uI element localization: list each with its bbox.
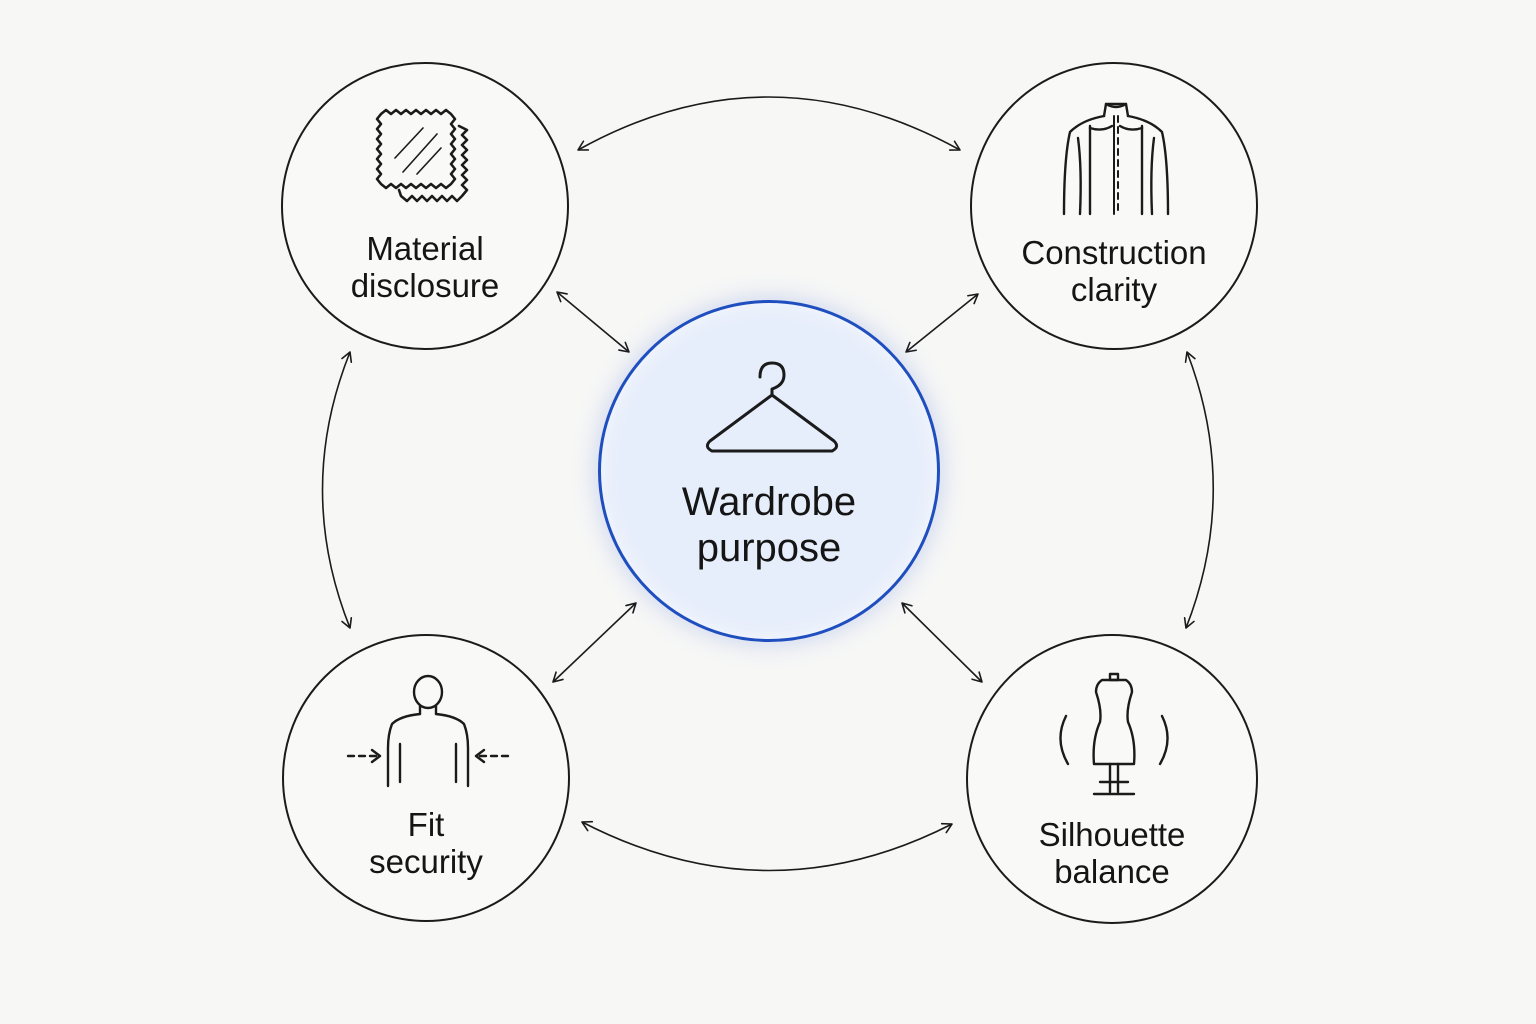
node-material-disclosure: Material disclosure xyxy=(281,62,569,350)
arrow-construction-silhouette xyxy=(1183,351,1215,629)
dress-form-icon xyxy=(1059,672,1169,796)
hanger-icon xyxy=(705,361,839,453)
node-construction-clarity: Construction clarity xyxy=(970,62,1258,350)
arrow-center-material xyxy=(556,291,630,353)
node-fit-security: Fit security xyxy=(282,634,570,922)
arrow-center-silhouette xyxy=(901,602,983,683)
arrow-center-construction xyxy=(905,293,979,353)
node-label: Silhouette balance xyxy=(1038,816,1186,890)
arrow-material-construction xyxy=(577,96,961,151)
jacket-icon xyxy=(1062,102,1170,216)
arrow-material-fit xyxy=(321,351,353,629)
body-fit-icon xyxy=(346,674,510,788)
center-label: Wardrobe purpose xyxy=(681,480,857,570)
fabric-swatch-icon xyxy=(375,108,469,203)
node-label: Construction clarity xyxy=(1021,234,1207,308)
arrow-fit-silhouette xyxy=(581,820,953,872)
node-wardrobe-purpose: Wardrobe purpose xyxy=(598,300,940,642)
node-silhouette-balance: Silhouette balance xyxy=(966,634,1258,924)
node-label: Material disclosure xyxy=(350,230,500,304)
arrow-center-fit xyxy=(552,602,637,683)
node-label: Fit security xyxy=(369,806,483,880)
